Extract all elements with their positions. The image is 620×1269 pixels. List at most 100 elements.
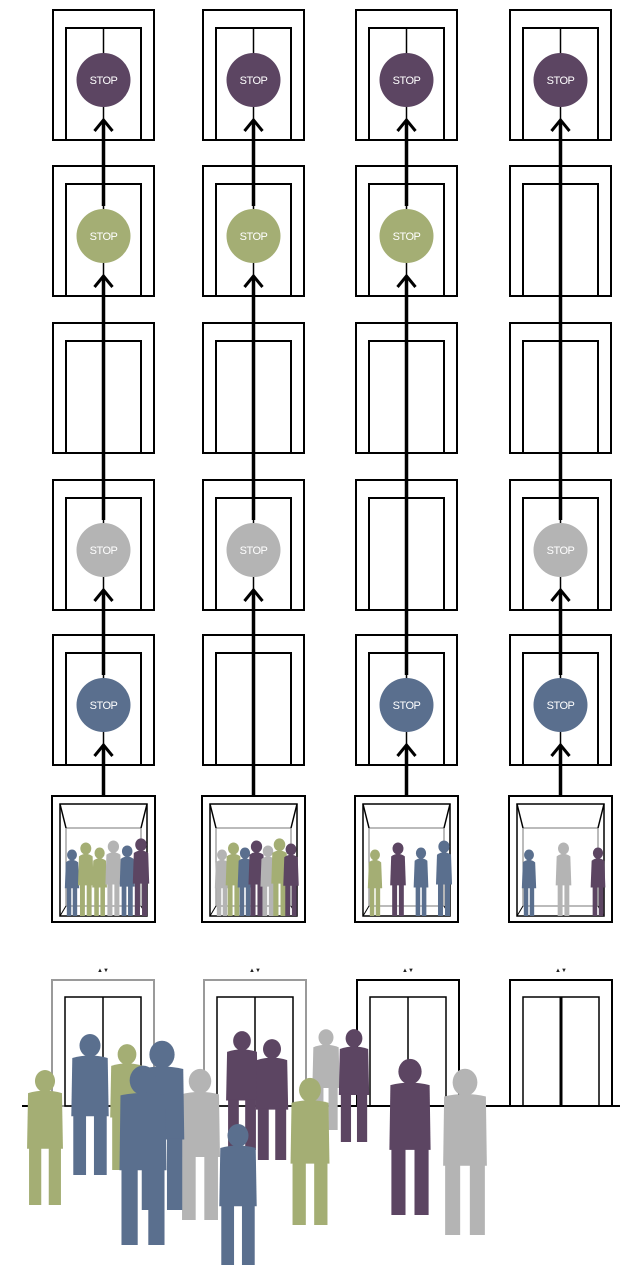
stop-label: STOP [90,75,118,87]
stop-label: STOP [240,545,268,557]
person-silhouette [180,1068,220,1220]
stop-circle [226,209,281,263]
stop-button-floor-6: STOP [226,53,281,107]
person-silhouette [119,845,135,916]
arrow-head [243,117,264,132]
elevator-cab-4 [508,795,613,923]
stop-button-floor-3: STOP [76,523,131,577]
stop-circle [226,53,281,107]
stop-button-floor-5: STOP [226,209,281,263]
person-silhouette [290,1077,330,1225]
floor-grid [52,9,612,766]
person-silhouette [92,847,107,916]
person-silhouette [226,1031,258,1150]
person-silhouette [105,840,122,916]
stop-label: STOP [393,700,421,712]
floor-indicator: ▲▼ [555,968,567,974]
floor-indicator: ▲▼ [97,968,109,974]
stop-circle [76,53,131,107]
stop-button-floor-6: STOP [379,53,434,107]
stop-circle [226,523,281,577]
person-silhouette [77,842,94,916]
stop-label: STOP [90,545,118,557]
arrow-head [243,273,264,288]
stop-buttons: STOP STOP STOP STOP STOP STOP STOP STOP STOP STOP… [76,53,588,732]
person-silhouette [132,838,150,916]
stop-button-floor-2: STOP [533,678,588,732]
elevator-cab-1 [51,795,156,923]
travel-arrows [93,117,571,812]
stop-button-floor-2: STOP [76,678,131,732]
stop-circle [533,523,588,577]
arrow-head [550,117,571,132]
arrow-head [396,273,417,288]
person-silhouette [390,842,406,916]
arrow-head [93,587,114,602]
stop-label: STOP [90,231,118,243]
elevator-cabs [51,795,613,923]
person-silhouette [225,842,242,916]
travel-path-2 [243,117,264,812]
person-silhouette [338,1029,370,1142]
person-silhouette [521,849,537,916]
lobby-door-3: ▲▼ [356,968,460,1107]
person-silhouette [71,1033,109,1175]
stop-button-floor-3: STOP [226,523,281,577]
waiting-crowd [27,1029,487,1265]
stop-circle [76,209,131,263]
stop-label: STOP [240,75,268,87]
stop-button-floor-5: STOP [379,209,434,263]
person-silhouette [219,1123,257,1265]
stop-circle [533,678,588,732]
stop-circle [76,678,131,732]
stop-button-floor-2: STOP [379,678,434,732]
person-silhouette [64,849,80,916]
arrow-head [243,587,264,602]
stop-label: STOP [547,700,575,712]
elevator-cab-2 [201,795,306,923]
person-silhouette [283,843,299,916]
travel-path-1 [93,117,114,812]
arrow-head [396,742,417,757]
arrow-head [550,742,571,757]
person-silhouette [255,1039,289,1160]
stop-button-floor-3: STOP [533,523,588,577]
person-silhouette [413,847,429,916]
stop-button-floor-5: STOP [76,209,131,263]
person-silhouette [443,1068,487,1235]
stop-circle [379,53,434,107]
lobby: ▲▼ ▲▼ ▲▼ ▲▼ [22,968,620,1107]
lobby-door-4: ▲▼ [509,968,613,1107]
arrow-head [93,273,114,288]
person-silhouette [27,1069,63,1205]
person-silhouette [590,847,606,916]
floor-indicator: ▲▼ [402,968,414,974]
stop-label: STOP [393,231,421,243]
floor-indicator: ▲▼ [249,968,261,974]
elevator-cab-3 [354,795,459,923]
person-silhouette [214,849,230,916]
stop-circle [379,678,434,732]
stop-label: STOP [393,75,421,87]
stop-label: STOP [547,545,575,557]
stop-button-floor-6: STOP [533,53,588,107]
person-silhouette [389,1058,431,1215]
stop-label: STOP [547,75,575,87]
person-silhouette [367,849,383,916]
stop-label: STOP [240,231,268,243]
arrow-head [93,117,114,132]
arrow-head [396,117,417,132]
person-silhouette [555,842,572,916]
stop-button-floor-6: STOP [76,53,131,107]
person-silhouette [119,1065,167,1245]
person-silhouette [435,840,453,916]
person-silhouette [271,838,288,916]
stop-circle [76,523,131,577]
stop-circle [379,209,434,263]
stop-circle [533,53,588,107]
stop-label: STOP [90,700,118,712]
arrow-head [550,587,571,602]
person-silhouette [248,840,265,916]
arrow-head [93,742,114,757]
